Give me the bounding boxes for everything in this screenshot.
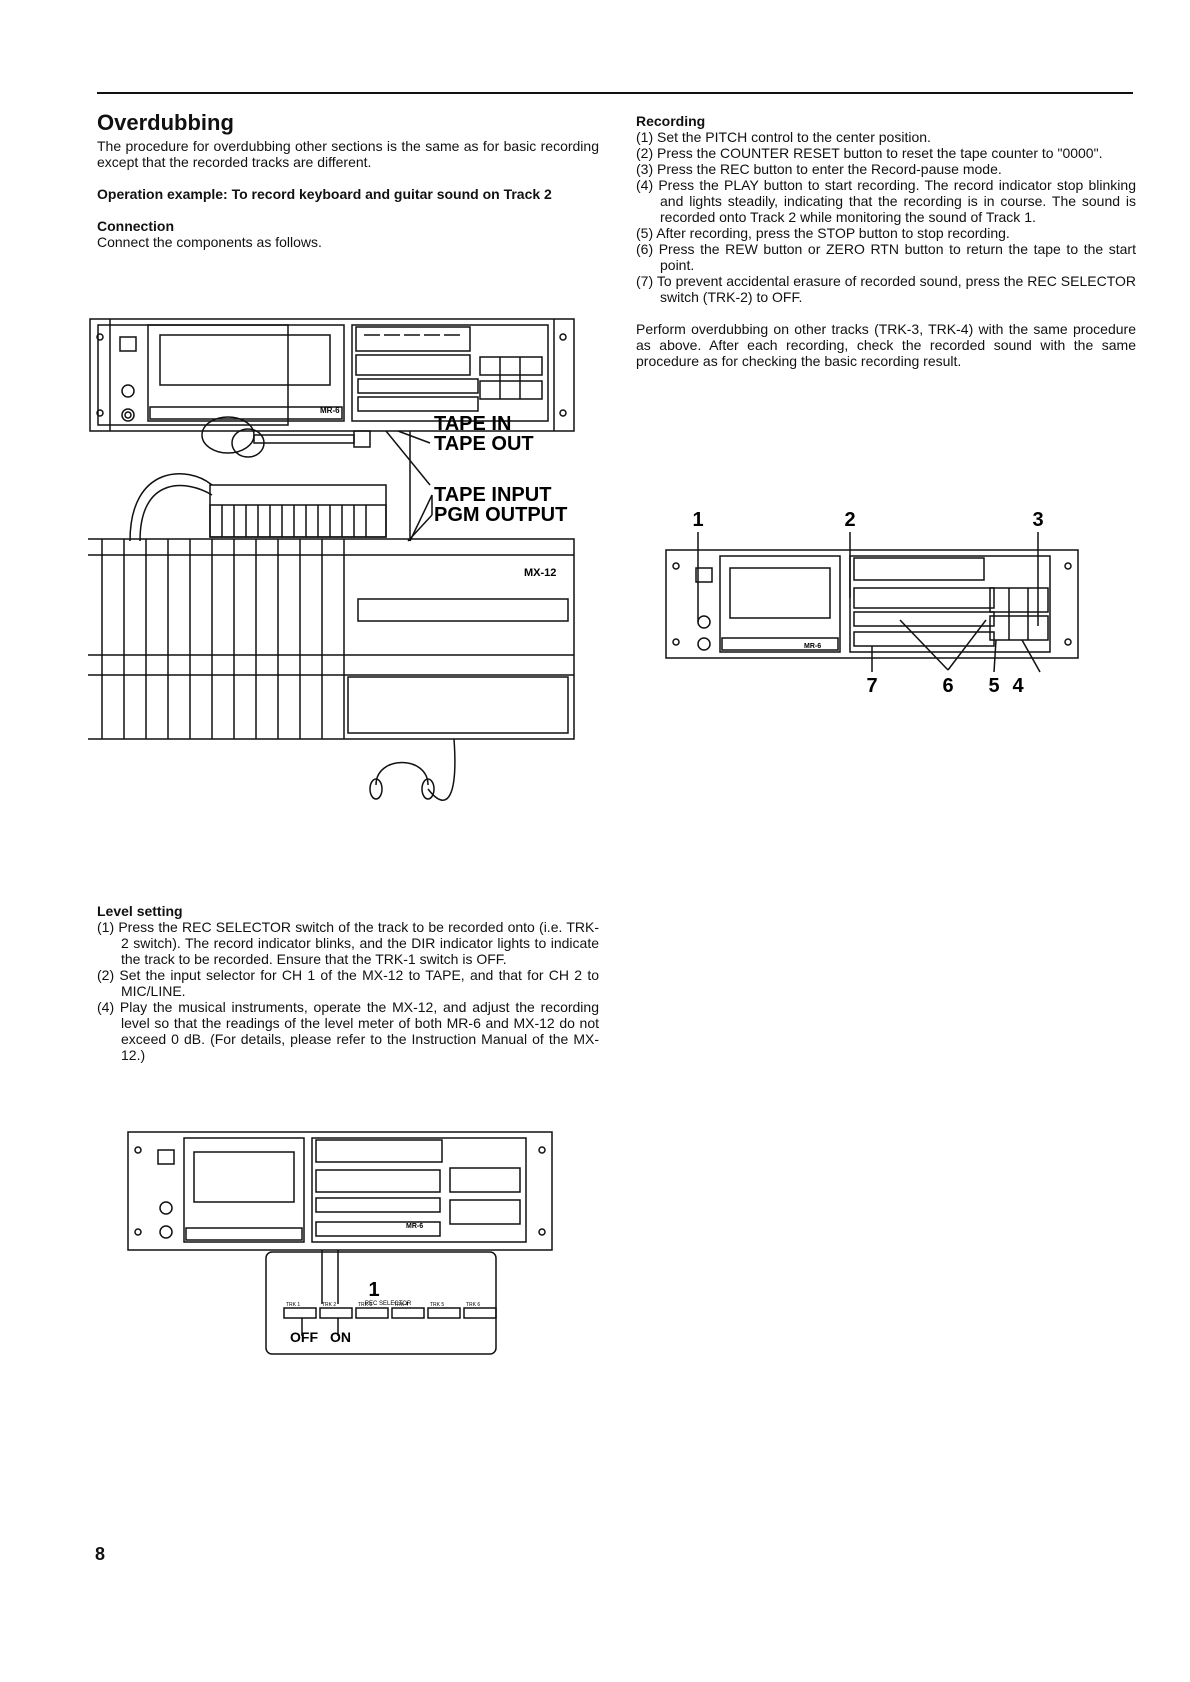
intro-paragraph: The procedure for overdubbing other sect… <box>97 138 599 170</box>
mixer-model-label: MX-12 <box>524 567 556 579</box>
callout-number: 7 <box>866 675 877 697</box>
recording-step: (6) Press the REW button or ZERO RTN but… <box>636 241 1136 273</box>
keyboard-illustration <box>210 485 386 537</box>
recording-step: (2) Press the COUNTER RESET button to re… <box>636 145 1136 161</box>
off-label: OFF <box>290 1329 318 1345</box>
guitar-illustration <box>202 417 370 457</box>
right-column: Recording (1) Set the PITCH control to t… <box>636 113 1136 369</box>
pgm-output-label: PGM OUTPUT <box>434 504 567 526</box>
operation-heading: Operation example: To record keyboard an… <box>97 186 599 202</box>
recorder-model-label: MR-6 <box>804 643 821 650</box>
tape-out-label: TAPE OUT <box>434 433 534 455</box>
recorder-controls-diagram: 1 2 3 7 6 5 4 MR-6 <box>664 502 1084 722</box>
recording-step: (3) Press the REC button to enter the Re… <box>636 161 1136 177</box>
level-step: (4) Play the musical instruments, operat… <box>97 999 599 1063</box>
level-setting-section: Level setting (1) Press the REC SELECTOR… <box>97 903 599 1063</box>
headphones-illustration <box>370 739 455 800</box>
callout-number: 3 <box>1032 509 1043 531</box>
track-label: TRK 3 <box>358 1302 372 1308</box>
top-rule <box>97 92 1133 94</box>
track-label: TRK 6 <box>466 1302 480 1308</box>
track-label: TRK 5 <box>430 1302 444 1308</box>
mixer-unit <box>88 539 574 739</box>
callout-number: 5 <box>988 675 999 697</box>
selector-callout-number: 1 <box>368 1279 379 1301</box>
callout-number: 1 <box>692 509 703 531</box>
tape-input-label: TAPE INPUT <box>434 484 551 506</box>
perform-paragraph: Perform overdubbing on other tracks (TRK… <box>636 321 1136 369</box>
level-step: (2) Set the input selector for CH 1 of t… <box>97 967 599 999</box>
level-steps: (1) Press the REC SELECTOR switch of the… <box>97 919 599 1063</box>
callout-number: 2 <box>844 509 855 531</box>
connection-heading: Connection <box>97 218 599 234</box>
recording-steps: (1) Set the PITCH control to the center … <box>636 129 1136 305</box>
level-step: (1) Press the REC SELECTOR switch of the… <box>97 919 599 967</box>
callout-number: 6 <box>942 675 953 697</box>
section-title: Overdubbing <box>97 110 599 136</box>
connection-diagram: MR-6 <box>88 315 600 895</box>
recording-heading: Recording <box>636 113 1136 129</box>
page-number: 8 <box>95 1544 105 1565</box>
recording-step: (4) Press the PLAY button to start recor… <box>636 177 1136 225</box>
recording-step: (1) Set the PITCH control to the center … <box>636 129 1136 145</box>
recording-step: (5) After recording, press the STOP butt… <box>636 225 1136 241</box>
track-label: TRK 4 <box>394 1302 408 1308</box>
recording-step: (7) To prevent accidental erasure of rec… <box>636 273 1136 305</box>
callout-number: 4 <box>1012 675 1024 697</box>
on-label: ON <box>330 1329 351 1345</box>
left-column: Overdubbing The procedure for overdubbin… <box>97 110 599 250</box>
connection-text: Connect the components as follows. <box>97 234 599 250</box>
tape-in-label: TAPE IN <box>434 413 511 435</box>
callout-lines <box>698 532 1040 672</box>
rec-selector-diagram: 1 REC SELECTOR TRK 1 TRK 2 TRK 3 TRK 4 T… <box>126 1128 556 1358</box>
track-label: TRK 1 <box>286 1302 300 1308</box>
recorder-model-label: MR-6 <box>406 1223 423 1230</box>
recorder-model-label: MR-6 <box>320 406 340 415</box>
track-label: TRK 2 <box>322 1302 336 1308</box>
level-heading: Level setting <box>97 903 599 919</box>
